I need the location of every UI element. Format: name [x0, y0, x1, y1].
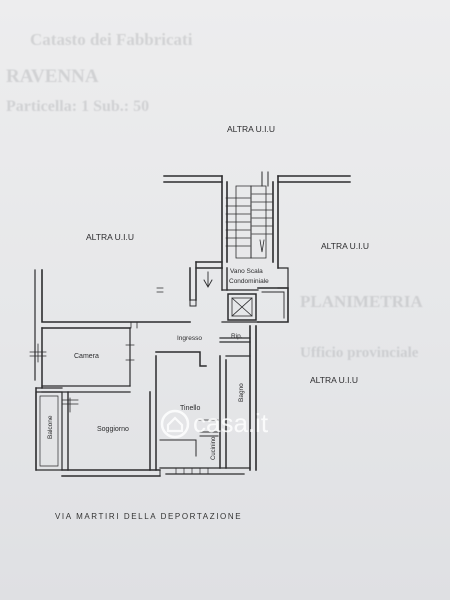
top-boundary-wall: [163, 171, 351, 187]
label-rip: Rip.: [231, 333, 243, 340]
label-tinello: Tinello: [180, 405, 200, 412]
label-altra-right-upper: ALTRA U.I.U: [321, 241, 369, 251]
street-name: VIA MARTIRI DELLA DEPORTAZIONE: [55, 512, 243, 521]
label-vano-scala-1: Vano Scala: [230, 268, 263, 275]
label-bagno: Bagno: [238, 383, 245, 402]
label-ingresso: Ingresso: [177, 335, 202, 342]
ghost-text-right1: PLANIMETRIA: [300, 292, 423, 311]
label-cucinino: Cucinino: [211, 436, 217, 460]
house-icon: [160, 409, 190, 438]
label-altra-right-lower: ALTRA U.I.U: [310, 375, 358, 385]
label-balcone: Balcone: [47, 415, 54, 439]
corridor-walls: [219, 267, 259, 471]
vano-scala-block: [195, 261, 289, 323]
label-vano-scala-2: Condominiale: [229, 278, 269, 285]
stair-treads: [225, 193, 273, 253]
label-altra-left: ALTRA U.I.U: [86, 232, 134, 242]
tinello-walls: [155, 351, 251, 475]
ghost-text-right2: Ufficio provinciale: [300, 345, 419, 361]
watermark-text: casa.it: [193, 408, 269, 438]
label-soggiorno: Soggiorno: [97, 426, 129, 433]
ghost-text-line1: Catasto dei Fabbricati: [30, 30, 193, 49]
balcone-outline: [35, 391, 79, 471]
label-altra-top: ALTRA U.I.U: [227, 124, 275, 134]
left-stair-wall: [189, 261, 197, 301]
watermark: casa.it: [160, 408, 268, 439]
entrance-arrow: [203, 271, 213, 288]
label-camera: Camera: [74, 353, 99, 360]
ghost-text-line2: RAVENNA: [6, 66, 99, 87]
soggiorno-walls: [61, 355, 161, 477]
window-mark-left: [29, 343, 47, 363]
lift-shaft: [227, 293, 257, 321]
ghost-text-line3: Particella: 1 Sub.: 50: [6, 98, 150, 115]
